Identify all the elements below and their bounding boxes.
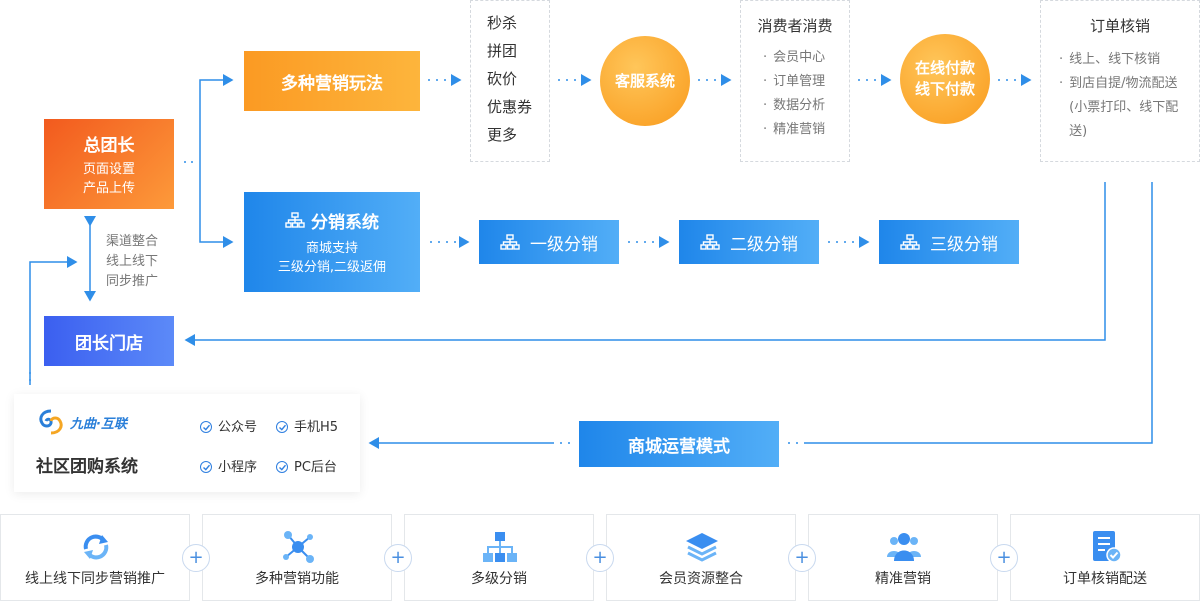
channel-line: 线上线下 — [106, 254, 159, 269]
sync-arrows-icon — [83, 534, 109, 560]
feature-label: 线上线下同步营销推广 — [25, 571, 165, 587]
channel-tag: 小程序 — [200, 456, 257, 475]
feature-label: 订单核销配送 — [1063, 571, 1147, 587]
org-chart-icon — [700, 234, 720, 250]
org-chart-icon — [500, 234, 520, 250]
order-title: 订单核销 — [1089, 17, 1150, 35]
marketing-item: 更多 — [487, 126, 518, 144]
feature-label: 会员资源整合 — [659, 571, 743, 587]
consumer-item: ·数据分析 — [763, 98, 826, 113]
org-chart-icon — [285, 212, 305, 228]
payment-line: 在线付款 — [914, 59, 975, 77]
distribution-title: 分销系统 — [311, 212, 379, 233]
feature-card[interactable]: 精准营销 — [808, 514, 998, 601]
channel-line: 渠道整合 — [106, 234, 159, 249]
store-title: 团长门店 — [75, 333, 143, 354]
payment-circle[interactable]: 在线付款 线下付款 — [900, 34, 990, 124]
store-box[interactable]: 团长门店 — [44, 316, 174, 366]
feature-card[interactable]: 会员资源整合 — [606, 514, 796, 601]
hierarchy-icon — [483, 532, 517, 562]
document-check-icon — [1093, 531, 1122, 563]
check-circle-icon — [276, 461, 288, 473]
consumer-item: ·精准营销 — [763, 122, 826, 137]
brand-swirl-icon — [39, 409, 63, 435]
channel-tag: 手机H5 — [276, 416, 338, 435]
consumer-title: 消费者消费 — [757, 17, 833, 35]
feature-label: 精准营销 — [875, 571, 931, 587]
network-icon — [283, 531, 314, 563]
check-circle-icon — [276, 421, 288, 433]
marketing-item: 砍价 — [487, 70, 518, 88]
feature-card[interactable]: 线上线下同步营销推广 — [0, 514, 190, 601]
brand-logo-text: 九曲·互联 — [70, 416, 127, 432]
consumer-item: ·会员中心 — [763, 50, 826, 65]
plus-icon: + — [586, 544, 614, 572]
level-label: 一级分销 — [530, 234, 598, 255]
distribution-line: 三级分销,二级返佣 — [277, 259, 387, 275]
channel-line: 同步推广 — [106, 274, 159, 289]
marketing-list: 秒杀 拼团 砍价 优惠券 更多 — [470, 0, 550, 162]
check-circle-icon — [200, 421, 212, 433]
feature-label: 多级分销 — [471, 571, 527, 587]
order-panel: 订单核销 ·线上、线下核销 ·到店自提/物流配送(小票打印、线下配送) — [1040, 0, 1200, 162]
marketing-item: 拼团 — [487, 42, 518, 60]
channel-tag: 公众号 — [200, 416, 257, 435]
marketing-item: 优惠券 — [487, 98, 533, 116]
order-item: ·到店自提/物流配送(小票打印、线下配送) — [1059, 76, 1179, 139]
level-box-2[interactable]: 二级分销 — [679, 220, 819, 264]
users-icon — [887, 533, 921, 561]
marketing-box[interactable]: 多种营销玩法 — [244, 51, 420, 111]
brand-logo: 九曲·互联 — [36, 408, 127, 436]
level-box-1[interactable]: 一级分销 — [479, 220, 619, 264]
head-leader-line: 页面设置 — [82, 161, 135, 177]
level-label: 二级分销 — [730, 234, 798, 255]
head-leader-box[interactable]: 总团长 页面设置 产品上传 — [44, 119, 174, 209]
brand-card: 九曲·互联 社区团购系统 公众号 手机H5 小程序 PC后台 — [14, 394, 360, 492]
layers-icon — [686, 533, 718, 562]
feature-card[interactable]: 多级分销 — [404, 514, 594, 601]
head-leader-title: 总团长 — [83, 135, 135, 156]
plus-icon: + — [384, 544, 412, 572]
plus-icon: + — [990, 544, 1018, 572]
service-title: 客服系统 — [614, 71, 675, 90]
distribution-line: 商城支持 — [305, 240, 358, 256]
mall-mode-title: 商城运营模式 — [628, 436, 730, 457]
distribution-heading: 分销系统 — [285, 208, 379, 233]
service-circle[interactable]: 客服系统 — [600, 36, 690, 126]
channel-note: 渠道整合 线上线下 同步推广 — [106, 232, 186, 292]
channel-tag: PC后台 — [276, 456, 337, 475]
marketing-item: 秒杀 — [487, 14, 518, 32]
head-leader-line: 产品上传 — [82, 180, 135, 196]
check-circle-icon — [200, 461, 212, 473]
mall-mode-box[interactable]: 商城运营模式 — [579, 421, 779, 467]
plus-icon: + — [182, 544, 210, 572]
level-box-3[interactable]: 三级分销 — [879, 220, 1019, 264]
order-item: ·线上、线下核销 — [1059, 52, 1161, 67]
feature-label: 多种营销功能 — [255, 571, 339, 587]
consumer-item: ·订单管理 — [763, 74, 826, 89]
feature-card[interactable]: 多种营销功能 — [202, 514, 392, 601]
brand-system-title: 社区团购系统 — [36, 457, 138, 477]
consumer-panel: 消费者消费 ·会员中心 ·订单管理 ·数据分析 ·精准营销 — [740, 0, 850, 162]
feature-card[interactable]: 订单核销配送 — [1010, 514, 1200, 601]
plus-icon: + — [788, 544, 816, 572]
distribution-box[interactable]: 分销系统 商城支持 三级分销,二级返佣 — [244, 192, 420, 292]
level-label: 三级分销 — [930, 234, 998, 255]
marketing-title: 多种营销玩法 — [281, 73, 383, 94]
org-chart-icon — [900, 234, 920, 250]
payment-line: 线下付款 — [914, 80, 975, 98]
